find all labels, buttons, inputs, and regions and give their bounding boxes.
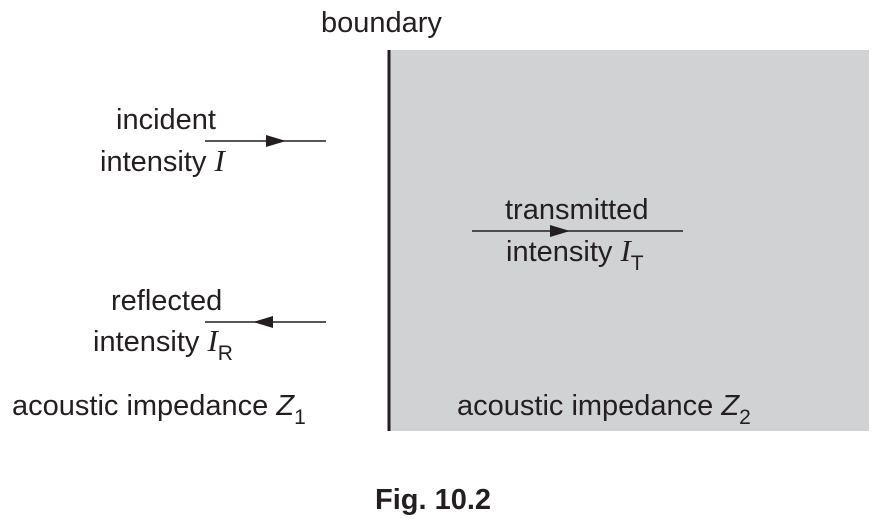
medium-1-text: acoustic impedance xyxy=(12,390,269,422)
incident-arrowhead xyxy=(266,135,286,147)
medium-1-label: acoustic impedance Z1 xyxy=(12,389,306,429)
incident-label-line2: intensity I xyxy=(100,144,225,179)
boundary-label: boundary xyxy=(321,7,442,39)
reflected-arrowhead xyxy=(253,316,273,328)
reflected-label-text: intensity xyxy=(93,326,200,358)
reflected-label-line1: reflected xyxy=(111,285,223,317)
medium-1-symbol: Z xyxy=(276,390,295,422)
incident-label-line1: incident xyxy=(116,104,216,136)
incident-label-text: intensity xyxy=(100,146,207,178)
medium-2-subscript: 2 xyxy=(739,406,751,429)
transmitted-arrowhead xyxy=(550,225,570,237)
medium-1-subscript: 1 xyxy=(294,406,306,429)
reflected-symbol: I xyxy=(207,323,218,358)
incident-symbol: I xyxy=(214,143,225,178)
medium-2-text: acoustic impedance xyxy=(457,390,714,422)
reflected-subscript: R xyxy=(217,342,233,365)
medium-2-region xyxy=(389,50,869,431)
transmitted-subscript: T xyxy=(630,252,644,275)
transmitted-symbol: I xyxy=(620,233,631,268)
medium-2-symbol: Z xyxy=(721,390,740,422)
reflected-label-line2: intensity IR xyxy=(93,323,233,366)
transmitted-label-line2: intensity IT xyxy=(506,233,644,276)
figure-caption: Fig. 10.2 xyxy=(375,484,492,516)
transmitted-label-line1: transmitted xyxy=(505,194,649,226)
transmitted-label-text: intensity xyxy=(506,236,613,268)
medium-2-label: acoustic impedance Z2 xyxy=(457,389,751,429)
